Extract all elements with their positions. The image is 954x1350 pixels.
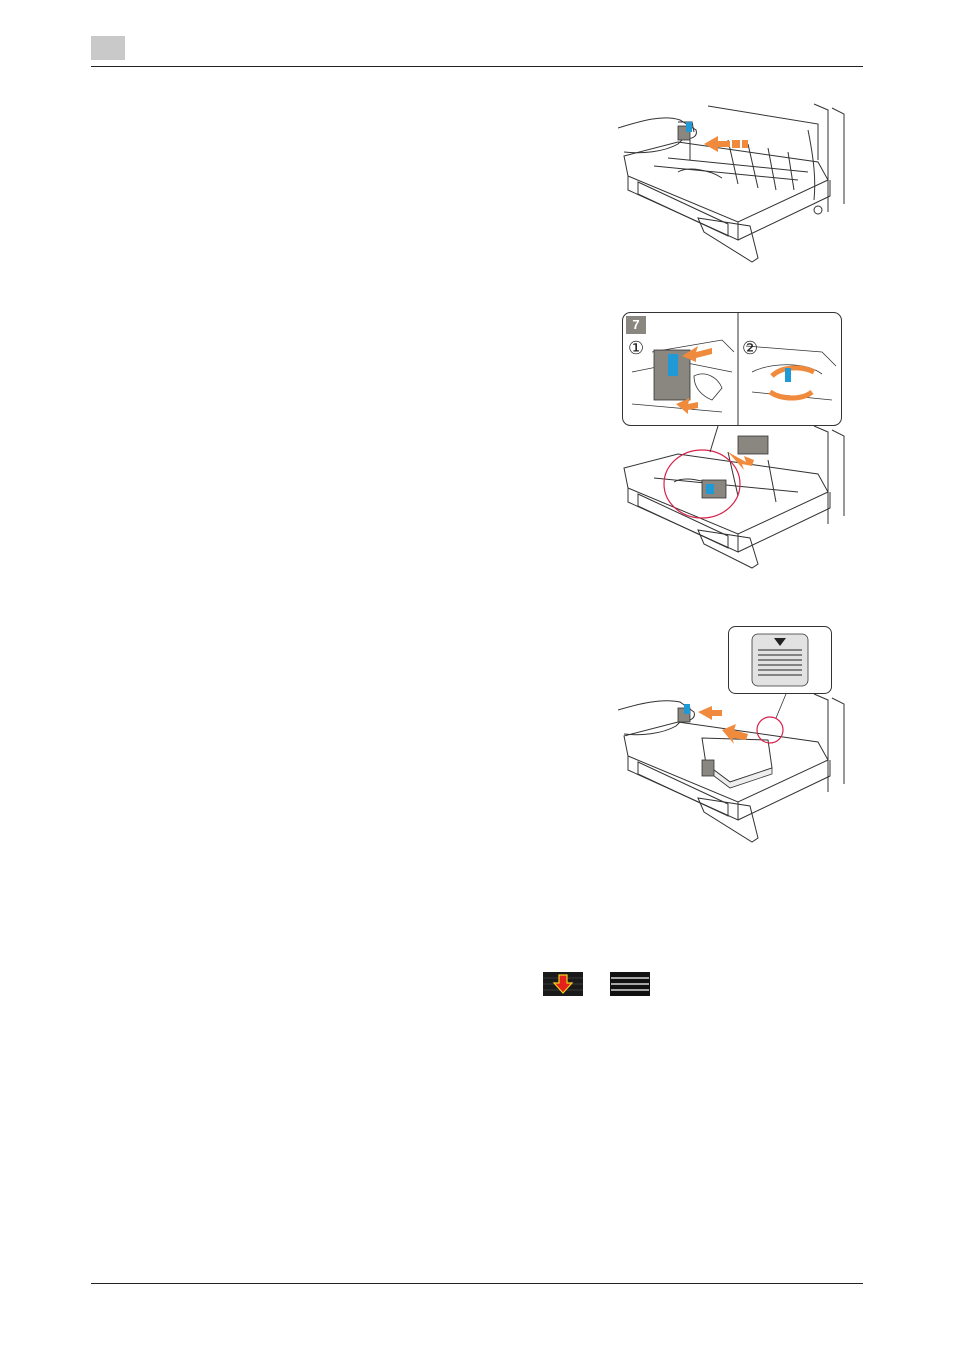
header-rule [91,66,863,67]
sub-step-1-label: ① [628,338,644,359]
step-7-callout [622,312,842,426]
chapter-tab [91,36,125,60]
tray-guide-illustration [618,100,858,270]
paper-full-icon [610,972,650,996]
paper-limit-callout [728,626,832,694]
load-paper-illustration [618,690,858,850]
footer-rule [91,1283,863,1284]
sub-step-2-label: ② [742,338,758,359]
step-badge: 7 [626,316,646,334]
paper-low-icon [543,972,583,996]
